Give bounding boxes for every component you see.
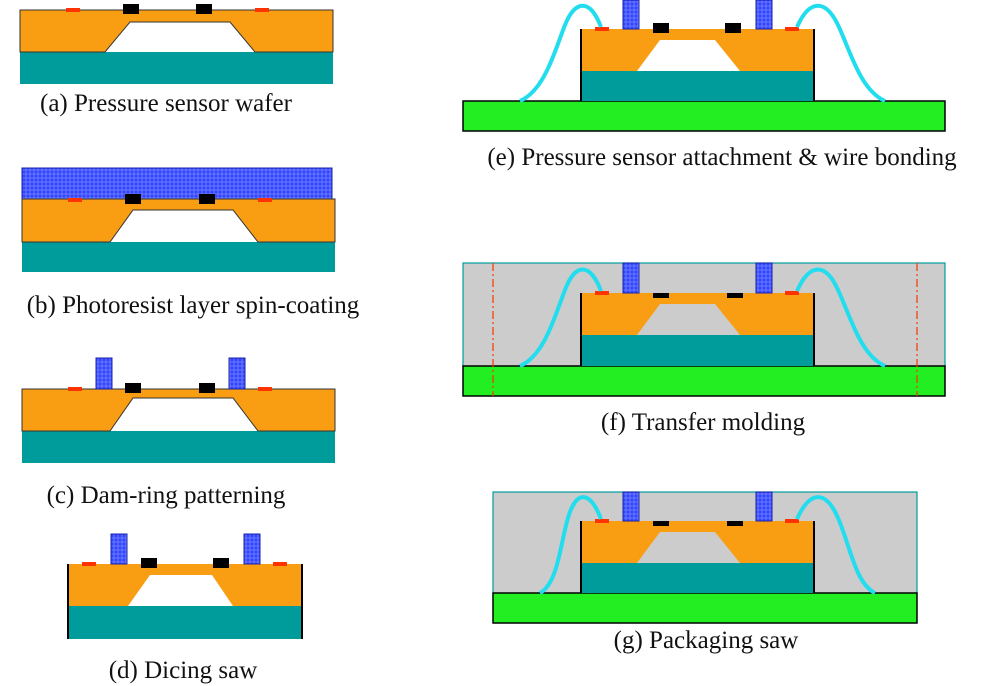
red-pad [785, 519, 799, 523]
panel-c: (c) Dam-ring patterning [21, 357, 336, 509]
black-pad [196, 4, 212, 14]
sensor-wafer [19, 4, 334, 84]
red-pad [595, 291, 609, 295]
black-pad [727, 293, 743, 298]
dam-ring [755, 0, 773, 30]
substrate-layer [22, 242, 335, 272]
bond-wire [519, 3, 603, 103]
red-pad [785, 291, 799, 295]
substrate-layer [581, 71, 814, 101]
sensor-die [580, 23, 815, 101]
panel-e: (e) Pressure sensor attachment & wire bo… [462, 0, 957, 171]
bond-wire [795, 495, 877, 595]
black-pad [125, 383, 141, 393]
red-pad [595, 27, 609, 31]
red-pad [785, 27, 799, 31]
bond-wire [795, 3, 886, 103]
red-pad [255, 8, 269, 12]
dam-ring [622, 262, 640, 294]
silicon-layer [581, 293, 814, 335]
dam-ring [622, 0, 640, 30]
black-pad [213, 558, 229, 568]
sensor-die [580, 291, 815, 366]
red-pad [258, 198, 272, 202]
dam-ring [95, 357, 113, 390]
substrate-layer [22, 431, 335, 463]
red-pad [68, 198, 82, 202]
panel-b-caption: (b) Photoresist layer spin-coating [27, 292, 360, 319]
black-pad [727, 521, 743, 526]
black-pad [123, 4, 139, 14]
dam-ring [755, 491, 773, 522]
black-pad [125, 194, 141, 204]
dam-ring [755, 262, 773, 294]
black-pad [653, 293, 669, 298]
dam-ring [110, 533, 128, 565]
silicon-layer [21, 388, 336, 432]
sensor-die [67, 558, 303, 639]
red-pad [68, 387, 82, 391]
black-pad [653, 23, 669, 33]
silicon-layer [68, 564, 302, 606]
dam-ring [228, 357, 246, 390]
sensor-wafer [21, 194, 336, 272]
black-pad [199, 383, 215, 393]
red-pad [66, 8, 80, 12]
dam-ring [622, 491, 640, 522]
circuit-board [492, 592, 918, 624]
red-pad [258, 387, 272, 391]
red-pad [273, 562, 287, 566]
circuit-board [462, 100, 946, 132]
panel-g: (g) Packaging saw [492, 491, 918, 654]
panel-b: (b) Photoresist layer spin-coating [21, 167, 360, 319]
bond-wire [538, 495, 603, 595]
substrate-layer [68, 606, 302, 639]
sensor-die [580, 519, 815, 593]
black-pad [725, 23, 741, 33]
panel-d-caption: (d) Dicing saw [109, 657, 258, 684]
panel-a: (a) Pressure sensor wafer [19, 4, 334, 117]
panel-a-caption: (a) Pressure sensor wafer [40, 90, 293, 117]
panel-c-caption: (c) Dam-ring patterning [47, 482, 286, 509]
panel-d: (d) Dicing saw [67, 533, 303, 684]
substrate-layer [581, 335, 814, 366]
bond-wire [795, 267, 886, 368]
photoresist-layer [21, 167, 333, 200]
black-pad [653, 521, 669, 526]
bond-wire [519, 267, 603, 368]
substrate-layer [581, 563, 814, 593]
sensor-wafer [21, 383, 336, 463]
black-pad [199, 194, 215, 204]
panel-g-caption: (g) Packaging saw [614, 627, 799, 654]
silicon-layer [581, 521, 814, 563]
silicon-layer [21, 198, 336, 243]
circuit-board [462, 365, 946, 397]
silicon-layer [581, 29, 814, 71]
black-pad [141, 558, 157, 568]
silicon-layer [19, 9, 334, 53]
panel-f: (f) Transfer molding [462, 262, 946, 436]
substrate-layer [20, 52, 333, 84]
dam-ring [243, 533, 261, 565]
red-pad [595, 519, 609, 523]
panel-e-caption: (e) Pressure sensor attachment & wire bo… [487, 144, 957, 171]
red-pad [82, 562, 96, 566]
panel-f-caption: (f) Transfer molding [601, 409, 806, 436]
